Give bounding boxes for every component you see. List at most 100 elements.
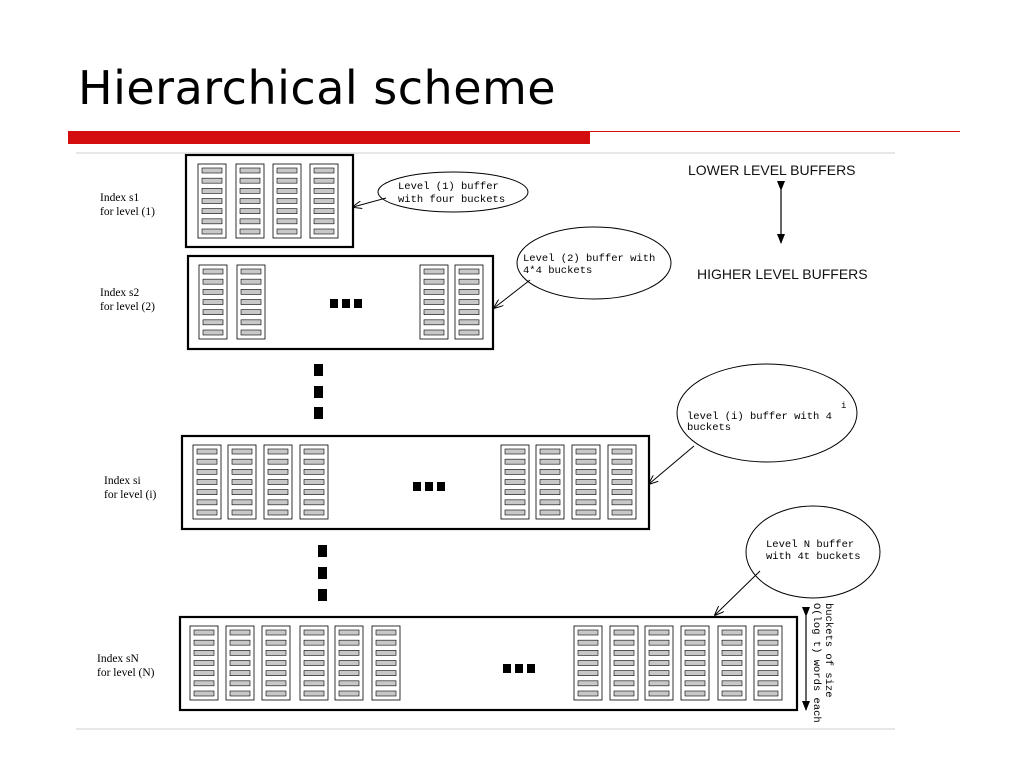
bucket-slot xyxy=(504,458,526,465)
level-n-buckets xyxy=(189,625,783,701)
bucket-slot xyxy=(575,489,597,495)
bucket-slot xyxy=(240,319,262,326)
bucket-slot xyxy=(684,660,706,666)
bucket-slot xyxy=(276,218,298,225)
bucket-slot xyxy=(458,268,480,275)
bucket-slot xyxy=(202,268,224,275)
bucket-slot xyxy=(577,680,599,687)
level-2-index-label: Index s2 xyxy=(100,287,140,299)
bucket-slot xyxy=(239,188,261,194)
bucket-slot xyxy=(239,167,261,174)
level-i-callout-line-2: buckets xyxy=(687,422,731,434)
bucket-slot xyxy=(648,650,670,656)
bucket-slot xyxy=(338,650,360,656)
bucket-slot xyxy=(757,680,779,687)
level-1-callout-line-2: with four buckets xyxy=(398,194,505,206)
bucket-slot xyxy=(196,479,218,485)
bucket-slot xyxy=(613,629,635,636)
bucket-slot xyxy=(202,278,224,285)
bucket-slot xyxy=(201,228,223,235)
bucket-slot xyxy=(575,479,597,485)
bucket-slot xyxy=(313,218,335,225)
bucket-slot xyxy=(423,268,445,275)
bucket-slot xyxy=(229,680,251,687)
bucket-slot xyxy=(757,660,779,666)
level-1-buckets xyxy=(197,163,339,239)
bucket-slot xyxy=(239,198,261,204)
bucket-slot xyxy=(458,329,480,336)
level-i-callout-bubble xyxy=(676,363,858,463)
bucket-slot xyxy=(338,680,360,687)
bucket-slot xyxy=(303,458,325,465)
bucket-slot xyxy=(757,670,779,676)
bucket-slot xyxy=(458,319,480,326)
bucket-slot xyxy=(648,660,670,666)
bucket-slot xyxy=(239,228,261,235)
bucket-slot xyxy=(338,660,360,666)
bucket-slot xyxy=(196,499,218,506)
bucket-slot xyxy=(648,670,670,676)
bucket-slot xyxy=(231,489,253,495)
bucket-slot xyxy=(267,448,289,455)
bucket-slot xyxy=(303,448,325,455)
bucket-slot xyxy=(613,639,635,646)
bucket-slot xyxy=(684,670,706,676)
bucket-slot xyxy=(613,670,635,676)
bucket-slot xyxy=(757,690,779,697)
bucket-slot xyxy=(338,690,360,697)
bucket-slot xyxy=(303,660,325,666)
bucket-slot xyxy=(201,188,223,194)
level-n-level-label: for level (N) xyxy=(97,667,155,679)
title-underline-rule xyxy=(590,131,960,132)
bucket-slot xyxy=(423,289,445,295)
level-n-callout-line-2: with 4t buckets xyxy=(766,551,861,563)
level-1-callout-line-1: Level (1) buffer xyxy=(398,181,499,193)
bucket-slot xyxy=(313,198,335,204)
lower-level-buffers-label: LOWER LEVEL BUFFERS xyxy=(688,162,856,178)
bucket-slot xyxy=(265,650,287,656)
higher-level-buffers-label: HIGHER LEVEL BUFFERS xyxy=(697,266,868,282)
bucket-slot xyxy=(276,228,298,235)
bucket-slot xyxy=(458,309,480,315)
bucket-slot xyxy=(193,660,215,666)
bucket-slot xyxy=(202,309,224,315)
bucket-slot xyxy=(611,489,633,495)
bucket-slot xyxy=(276,188,298,194)
bucket-slot xyxy=(229,670,251,676)
bucket-slot xyxy=(265,680,287,687)
level-2-callout-arrow xyxy=(494,279,531,308)
bucket-slot xyxy=(303,690,325,697)
bucket-slot xyxy=(611,458,633,465)
bucket-slot xyxy=(276,167,298,174)
bucket-slot xyxy=(539,489,561,495)
bucket-slot xyxy=(648,690,670,697)
bucket-slot xyxy=(313,167,335,174)
bucket-slot xyxy=(613,680,635,687)
bucket-slot xyxy=(575,458,597,465)
bucket-slot xyxy=(229,629,251,636)
vertical-ellipsis-lower xyxy=(318,545,327,601)
bucket-slot xyxy=(648,629,670,636)
bucket-slot xyxy=(684,639,706,646)
bucket-slot xyxy=(267,499,289,506)
bucket-slot xyxy=(684,690,706,697)
bucket-slot xyxy=(239,208,261,214)
level-2-callout-line-1: Level (2) buffer with xyxy=(523,253,655,265)
level-2-callout-line-2: 4*4 buckets xyxy=(523,265,592,277)
level-n-index-label: Index sN xyxy=(97,653,140,665)
level-2-callout-bubble xyxy=(516,226,672,300)
bucket-slot xyxy=(423,299,445,305)
bucket-slot xyxy=(338,639,360,646)
level-1-index-label: Index s1 xyxy=(100,192,140,204)
bucket-slot xyxy=(721,670,743,676)
bucket-slot xyxy=(313,177,335,184)
bucket-slot xyxy=(196,489,218,495)
bucket-slot xyxy=(613,690,635,697)
bucket-slot xyxy=(757,629,779,636)
level-n-callout-line-1: Level N buffer xyxy=(766,539,854,551)
bucket-slot xyxy=(202,329,224,336)
bucket-slot xyxy=(229,690,251,697)
bucket-slot xyxy=(313,208,335,214)
bucket-slot xyxy=(611,448,633,455)
bucket-slot xyxy=(458,299,480,305)
